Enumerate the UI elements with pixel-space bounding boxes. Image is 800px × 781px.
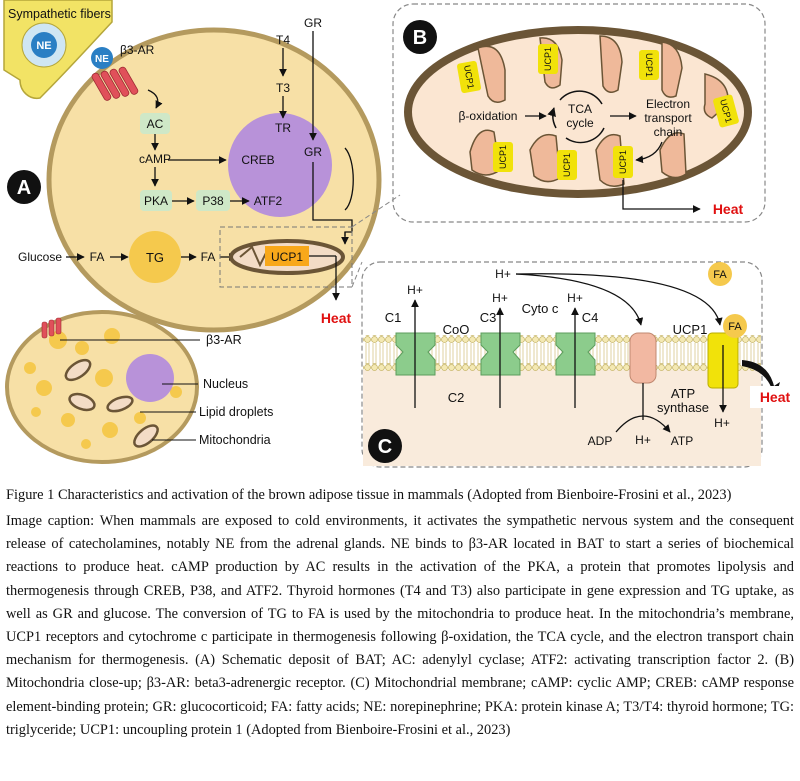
atp-label: ATP bbox=[671, 434, 693, 448]
figure-caption: Image caption: When mammals are exposed … bbox=[6, 513, 794, 738]
fa-molecule-top bbox=[708, 262, 732, 286]
panel-b-badge bbox=[403, 20, 437, 54]
mitochondria-small bbox=[64, 358, 159, 448]
ucp1-tag-label: UCP1 bbox=[498, 145, 508, 169]
creb-label: CREB bbox=[241, 153, 274, 167]
tg-droplet bbox=[129, 231, 181, 283]
t4-label: T4 bbox=[276, 33, 290, 47]
sympathetic-fibers-label: Sympathetic fibers bbox=[8, 7, 111, 21]
h-plus-c3: H+ bbox=[492, 291, 508, 305]
ucp1-tags-b: UCP1 UCP1 UCP1 UCP1 UCP1 UCP1 UCP1 bbox=[457, 44, 739, 180]
c3-label: C3 bbox=[480, 310, 497, 325]
fa-label-channel: FA bbox=[728, 321, 742, 333]
etc-label-1: Electron bbox=[646, 97, 690, 111]
sympathetic-terminal: NE Sympathetic fibers bbox=[3, 0, 113, 100]
atp-synthase-label-1: ATP bbox=[671, 386, 695, 401]
glucose-label: Glucose bbox=[18, 250, 62, 264]
etc-label-3: chain bbox=[654, 125, 683, 139]
panel-b: UCP1 UCP1 UCP1 UCP1 UCP1 UCP1 UCP1 β-oxi… bbox=[351, 3, 766, 228]
nucleus-a bbox=[228, 113, 332, 217]
bat-cell bbox=[5, 310, 199, 464]
gr-top-label: GR bbox=[304, 16, 322, 30]
legend-lipid-droplets: Lipid droplets bbox=[199, 405, 273, 419]
h-plus-top: H+ bbox=[495, 267, 511, 281]
h-plus-c1: H+ bbox=[407, 283, 423, 297]
panel-a-letter: A bbox=[17, 177, 31, 199]
p38-box bbox=[196, 190, 230, 211]
h-plus-c4: H+ bbox=[567, 291, 583, 305]
ac-label: AC bbox=[147, 117, 164, 131]
lipid-droplets bbox=[24, 328, 182, 449]
pka-label: PKA bbox=[144, 194, 168, 208]
panel-a-badge bbox=[7, 170, 41, 204]
fa-label-top: FA bbox=[713, 269, 727, 281]
bat-diagram: NE Sympathetic fibers NE β3-AR AC cAMP C… bbox=[3, 0, 800, 468]
heat-label-c: Heat bbox=[760, 389, 791, 405]
ucp1-tag-label: UCP1 bbox=[462, 64, 476, 89]
fa-right-label: FA bbox=[201, 250, 216, 264]
fa-left-label: FA bbox=[90, 250, 105, 264]
tca-label-1: TCA bbox=[568, 102, 592, 116]
panel-a: NE Sympathetic fibers NE β3-AR AC cAMP C… bbox=[3, 0, 382, 333]
matrix-region bbox=[363, 370, 761, 466]
legend-b3ar: β3-AR bbox=[206, 333, 242, 347]
tca-label-2: cycle bbox=[566, 116, 594, 130]
ims-region bbox=[363, 263, 761, 333]
ne-ligand bbox=[91, 47, 113, 69]
panel-b-letter: B bbox=[413, 27, 427, 49]
ucp1-tag-label: UCP1 bbox=[618, 150, 628, 174]
legend-mitochondria: Mitochondria bbox=[199, 433, 271, 447]
zoom-box-a bbox=[219, 226, 353, 288]
legend-nucleus: Nucleus bbox=[203, 377, 248, 391]
ne-vesicle bbox=[31, 32, 57, 58]
heat-label-bg-c bbox=[750, 386, 800, 408]
b3ar-small bbox=[41, 317, 62, 339]
coo-label: CoO bbox=[443, 322, 470, 337]
panel-c-badge bbox=[368, 429, 402, 463]
panel-c: H+ H+ H+ C1 CoO C3 Cyto c C4 C2 H+ H+ AD… bbox=[351, 261, 800, 468]
b3ar-label: β3-AR bbox=[120, 43, 155, 57]
fa-molecule-channel bbox=[723, 314, 747, 338]
ne-ligand-label: NE bbox=[95, 54, 109, 65]
camp-label: cAMP bbox=[139, 152, 171, 166]
b3ar-receptor bbox=[91, 66, 139, 101]
atf2-label: ATF2 bbox=[254, 194, 283, 208]
nucleus-small bbox=[126, 354, 174, 402]
t3-label: T3 bbox=[276, 81, 290, 95]
adp-label: ADP bbox=[588, 434, 613, 448]
h-plus-atp: H+ bbox=[635, 433, 651, 447]
figure-title: Figure 1 Characteristics and activation … bbox=[6, 487, 732, 503]
gr-nucleus-label: GR bbox=[304, 145, 322, 159]
ucp1-tag-label: UCP1 bbox=[644, 53, 654, 77]
tca-cycle-arrows bbox=[553, 90, 605, 144]
ne-vesicle-label: NE bbox=[36, 40, 51, 52]
panel-c-letter: C bbox=[378, 436, 392, 458]
cyto-c-label: Cyto c bbox=[522, 301, 559, 316]
ucp1-tag-label: UCP1 bbox=[543, 47, 553, 71]
ucp1-label-c: UCP1 bbox=[673, 322, 708, 337]
ac-box bbox=[140, 113, 170, 134]
tg-label: TG bbox=[146, 250, 164, 265]
heat-label-a: Heat bbox=[321, 310, 352, 326]
atp-synthase bbox=[629, 332, 657, 384]
beta-oxidation-label: β-oxidation bbox=[459, 109, 518, 123]
h-plus-ucp1: H+ bbox=[714, 416, 730, 430]
heat-label-b: Heat bbox=[713, 201, 744, 217]
cell-overview: β3-AR Nucleus Lipid droplets Mitochondri… bbox=[5, 310, 273, 464]
etc-label-2: transport bbox=[644, 111, 692, 125]
ucp1-box-a bbox=[265, 246, 309, 266]
pka-box bbox=[140, 190, 172, 211]
tr-label: TR bbox=[275, 121, 291, 135]
c4-label: C4 bbox=[582, 310, 599, 325]
ucp1-label-a: UCP1 bbox=[271, 250, 303, 264]
atp-synthase-label-2: synthase bbox=[657, 400, 709, 415]
ucp1-tag-label: UCP1 bbox=[562, 153, 572, 177]
c1-label: C1 bbox=[385, 310, 402, 325]
p38-label: P38 bbox=[202, 194, 224, 208]
c2-label: C2 bbox=[448, 390, 465, 405]
